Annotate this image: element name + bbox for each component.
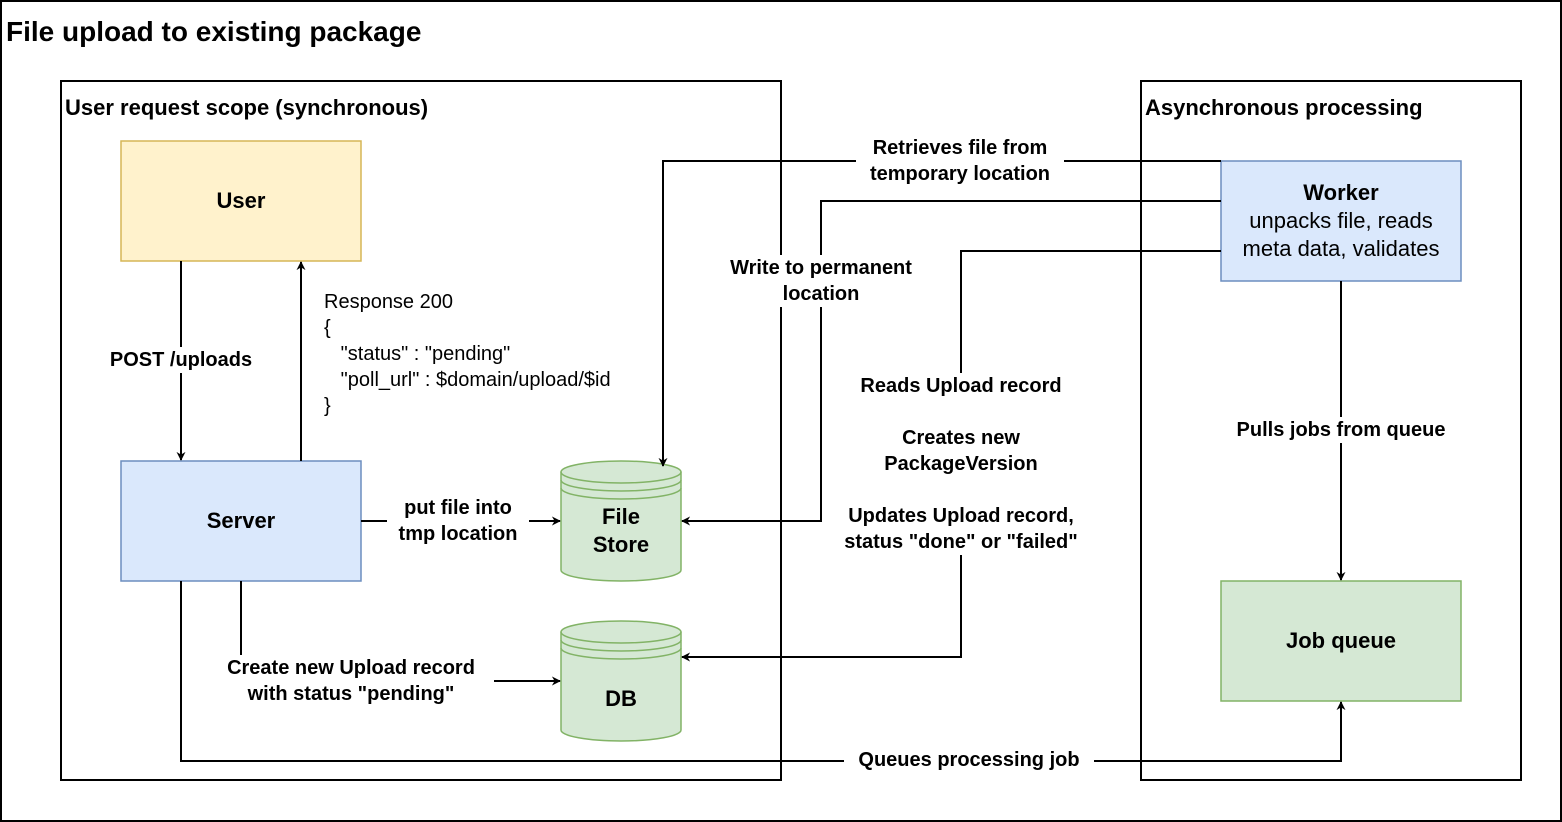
worker-node: Worker unpacks file, reads meta data, va… xyxy=(1221,161,1461,281)
job-queue-node-shape xyxy=(1220,580,1462,702)
server-label: Server xyxy=(206,508,276,533)
file-store-label-line1: File xyxy=(602,504,640,529)
job-queue-node: Job queue xyxy=(1221,581,1461,701)
worker-node-shape xyxy=(1220,160,1462,282)
db-node: DB xyxy=(561,664,681,734)
put-file-line2: tmp location xyxy=(398,523,518,545)
file-store-node: File Store xyxy=(561,496,681,566)
response-line3: "status" : "pending" xyxy=(324,343,511,365)
edge-label-post-uploads: POST /uploads xyxy=(96,347,266,373)
server-node-shape xyxy=(120,460,362,582)
retrieves-line2: temporary location xyxy=(869,163,1051,185)
db-label: DB xyxy=(605,686,637,711)
edge-label-pulls-jobs: Pulls jobs from queue xyxy=(1221,417,1461,443)
retrieves-line1: Retrieves file from xyxy=(872,137,1048,159)
worker-title: Worker xyxy=(1303,180,1379,205)
edge-label-create-record: Create new Upload record with status "pe… xyxy=(208,655,494,707)
response-line4: "poll_url" : $domain/upload/$id xyxy=(324,369,611,391)
file-store-cylinder xyxy=(560,460,682,582)
edge-queues-job xyxy=(180,581,1346,762)
updates-record-line1: Updates Upload record, xyxy=(848,505,1074,527)
job-queue-label: Job queue xyxy=(1285,628,1396,653)
worker-desc-line2: meta data, validates xyxy=(1242,236,1440,261)
edge-write-permanent xyxy=(681,200,1221,526)
user-node-shape xyxy=(120,140,362,262)
async-scope-container xyxy=(1140,80,1522,781)
put-file-line1: put file into xyxy=(404,497,512,519)
write-permanent-line1: Write to permanent xyxy=(730,257,912,279)
edge-label-response: Response 200 { "status" : "pending" "pol… xyxy=(324,289,611,419)
worker-desc-line1: unpacks file, reads xyxy=(1249,208,1433,233)
db-cylinder xyxy=(560,620,682,742)
creates-version-line2: PackageVersion xyxy=(884,453,1038,475)
create-record-line1: Create new Upload record xyxy=(227,657,475,679)
reads-record-label: Reads Upload record xyxy=(860,375,1062,397)
sync-scope-label: User request scope (synchronous) xyxy=(65,95,429,120)
user-node: User xyxy=(121,141,361,261)
async-scope-label: Asynchronous processing xyxy=(1145,95,1423,120)
creates-version-line1: Creates new xyxy=(902,427,1020,449)
updates-record-line2: status "done" or "failed" xyxy=(844,531,1078,553)
response-line5: } xyxy=(324,395,331,417)
create-record-line2: with status "pending" xyxy=(247,683,455,705)
diagram-title: File upload to existing package xyxy=(6,16,422,47)
edge-label-queues-job: Queues processing job xyxy=(844,747,1094,773)
edge-label-db-updates: Reads Upload record Creates new PackageV… xyxy=(826,373,1096,555)
edge-label-put-file: put file into tmp location xyxy=(387,495,529,547)
edge-label-write-permanent: Write to permanent location xyxy=(714,255,928,307)
write-permanent-line2: location xyxy=(782,283,860,305)
response-line1: Response 200 xyxy=(324,291,453,313)
server-node: Server xyxy=(121,461,361,581)
file-store-label-line2: Store xyxy=(592,532,650,557)
sync-scope-container xyxy=(60,80,782,781)
response-line2: { xyxy=(324,317,331,339)
edge-label-retrieves: Retrieves file from temporary location xyxy=(856,135,1064,187)
user-label: User xyxy=(216,188,266,213)
